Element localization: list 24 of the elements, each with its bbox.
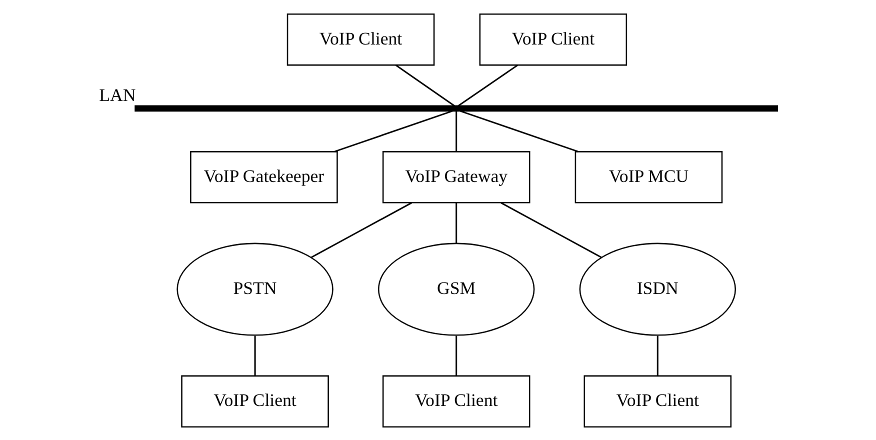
connector (460, 110, 578, 152)
connector (656, 335, 658, 376)
connector (455, 335, 457, 376)
connector (394, 64, 454, 106)
node-ellipse: GSM (377, 242, 534, 336)
node-box: VoIP Client (478, 12, 627, 66)
connector (310, 202, 412, 258)
node-box: VoIP MCU (574, 150, 722, 203)
connector (455, 110, 457, 152)
node-box: VoIP Client (180, 374, 328, 428)
connector (334, 110, 452, 152)
node-box: VoIP Client (583, 374, 732, 428)
node-ellipse: ISDN (578, 242, 736, 336)
node-ellipse: PSTN (176, 242, 333, 336)
node-box: VoIP Gatekeeper (190, 150, 338, 203)
node-box: VoIP Client (382, 374, 530, 428)
node-box: VoIP Gateway (382, 150, 530, 203)
connector (500, 202, 602, 258)
connector (254, 335, 256, 376)
connector (455, 202, 457, 243)
node-label: LAN (98, 84, 136, 104)
node-bar (134, 104, 778, 112)
connector (457, 64, 518, 106)
node-box: VoIP Client (286, 12, 434, 66)
